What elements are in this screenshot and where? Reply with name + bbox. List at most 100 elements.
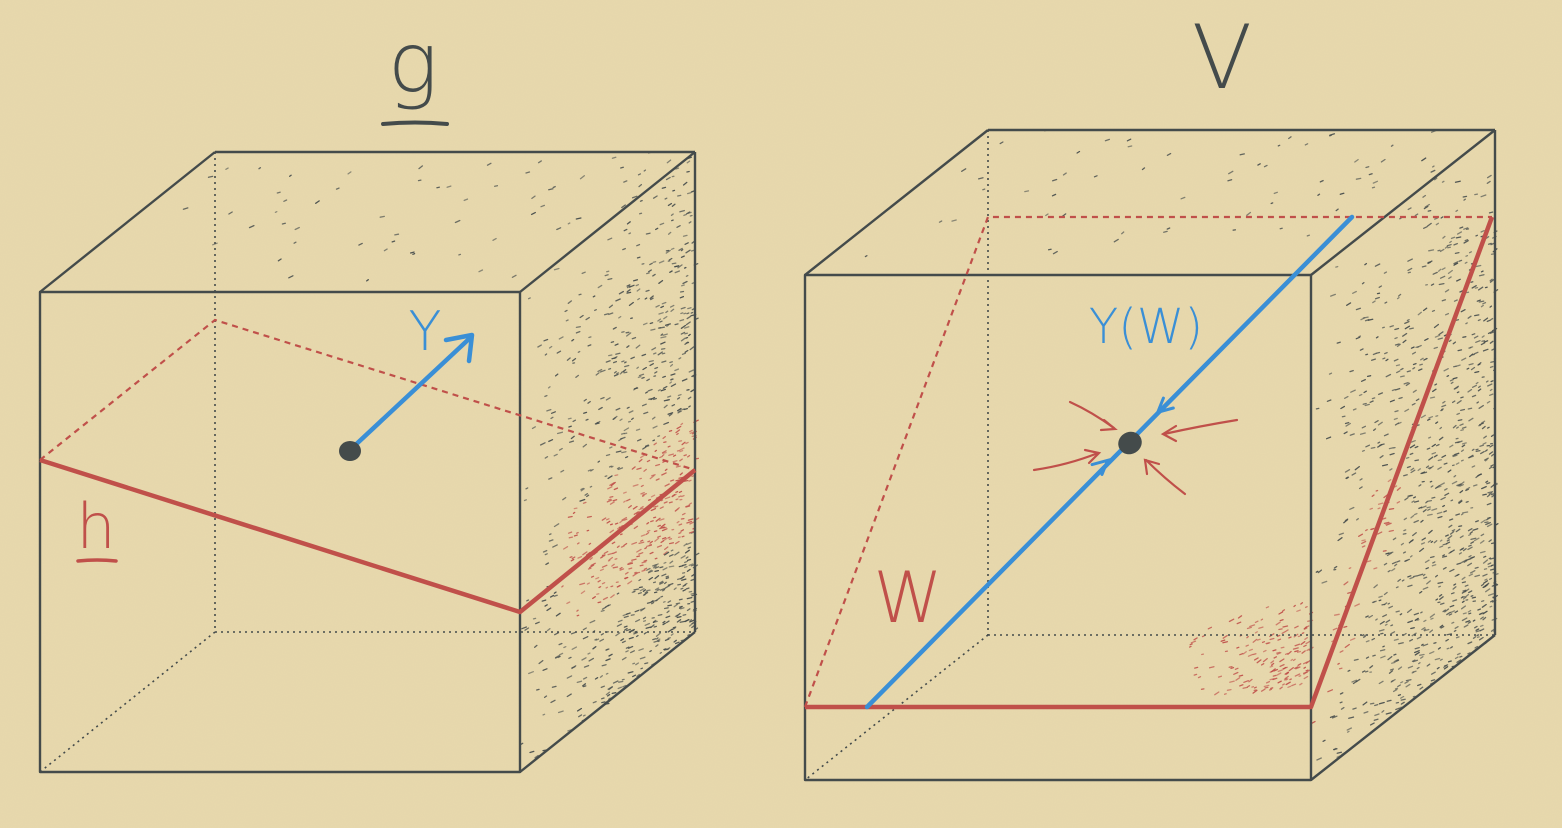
speckle-mark (679, 290, 685, 293)
speckle-mark (669, 270, 673, 273)
speckle-mark (624, 364, 630, 368)
speckle-mark (1418, 662, 1421, 665)
speckle-mark (558, 447, 563, 451)
speckle-mark (1281, 630, 1287, 634)
speckle-mark (1409, 327, 1414, 330)
speckle-mark (650, 297, 654, 301)
speckle-mark (680, 248, 684, 252)
speckle-mark (673, 587, 677, 591)
speckle-mark (601, 564, 608, 568)
speckle-mark (627, 671, 634, 674)
speckle-mark (1393, 658, 1399, 663)
speckle-mark (666, 610, 670, 614)
speckle-mark (1459, 484, 1464, 487)
speckle-mark (584, 493, 589, 496)
speckle-mark (1228, 170, 1234, 175)
speckle-mark (1475, 629, 1482, 633)
speckle-mark (1384, 623, 1388, 626)
speckle-mark (545, 562, 550, 566)
speckle-mark (655, 644, 659, 648)
speckle-mark (1420, 505, 1427, 509)
speckle-mark (1364, 262, 1368, 266)
speckle-mark (556, 227, 562, 231)
speckle-mark (600, 396, 605, 400)
speckle-mark (1439, 658, 1443, 661)
speckle-mark (588, 542, 592, 545)
speckle-mark (542, 549, 548, 553)
speckle-mark (605, 586, 609, 589)
speckle-mark (1482, 493, 1487, 496)
speckle-mark (663, 561, 667, 564)
speckle-mark (1372, 352, 1377, 356)
speckle-mark (654, 449, 658, 452)
speckle-mark (1456, 391, 1460, 394)
speckle-mark (1453, 583, 1457, 586)
speckle-mark (1264, 686, 1269, 689)
speckle-mark (1397, 578, 1402, 582)
speckle-mark (1442, 609, 1447, 613)
speckle-mark (600, 609, 605, 612)
speckle-mark (1457, 419, 1463, 422)
speckle-mark (680, 529, 685, 532)
speckle-mark (1222, 641, 1228, 644)
speckle-mark (1473, 351, 1479, 355)
speckle-mark (1294, 673, 1301, 677)
speckle-mark (1445, 541, 1451, 545)
speckle-mark (548, 477, 553, 480)
speckle-mark (664, 197, 668, 200)
speckle-mark (642, 446, 647, 450)
speckle-mark (1409, 555, 1413, 558)
speckle-mark (636, 366, 639, 369)
speckle-mark (660, 347, 666, 350)
speckle-mark (1458, 500, 1463, 504)
speckle-mark (1440, 625, 1445, 629)
speckle-mark (1491, 494, 1495, 498)
speckle-mark (1381, 710, 1385, 713)
speckle-mark (1418, 368, 1423, 372)
speckle-mark (1451, 529, 1456, 532)
speckle-mark (623, 491, 627, 494)
speckle-mark (577, 350, 581, 353)
speckle-mark (1441, 408, 1444, 411)
speckle-mark (1393, 358, 1399, 362)
speckle-mark (1409, 444, 1416, 449)
speckle-mark (690, 249, 695, 252)
speckle-mark (659, 581, 664, 585)
speckle-mark (680, 337, 686, 342)
speckle-mark (685, 587, 690, 590)
speckle-mark (1486, 523, 1493, 528)
speckle-mark (603, 550, 609, 555)
speckle-mark (977, 177, 984, 180)
speckle-mark (1484, 521, 1489, 524)
speckle-mark (670, 378, 674, 381)
speckle-mark (628, 567, 633, 570)
speckle-mark (1448, 524, 1453, 528)
speckle-mark (670, 549, 674, 552)
speckle-mark (1482, 616, 1487, 621)
speckle-mark (690, 311, 694, 314)
speckle-mark (1262, 657, 1268, 663)
speckle-mark (647, 540, 651, 543)
speckle-mark (1329, 133, 1336, 136)
speckle-mark (687, 307, 692, 310)
speckle-mark (620, 533, 623, 536)
speckle-mark (1440, 602, 1445, 605)
speckle-mark (1346, 476, 1350, 480)
speckle-mark (641, 561, 647, 564)
speckle-mark (609, 495, 614, 498)
speckle-mark (576, 542, 580, 545)
speckle-mark (1480, 616, 1484, 620)
speckle-mark (675, 498, 679, 501)
speckle-mark (652, 620, 658, 623)
speckle-mark (1460, 481, 1465, 485)
speckle-mark (1288, 667, 1294, 672)
speckle-mark (605, 397, 611, 401)
speckle-mark (528, 671, 534, 675)
speckle-mark (1478, 636, 1484, 641)
speckle-mark (586, 515, 592, 518)
speckle-mark (1417, 468, 1421, 472)
speckle-mark (537, 344, 542, 348)
speckle-mark (660, 523, 666, 528)
speckle-mark (1374, 420, 1379, 424)
speckle-mark (678, 357, 682, 360)
